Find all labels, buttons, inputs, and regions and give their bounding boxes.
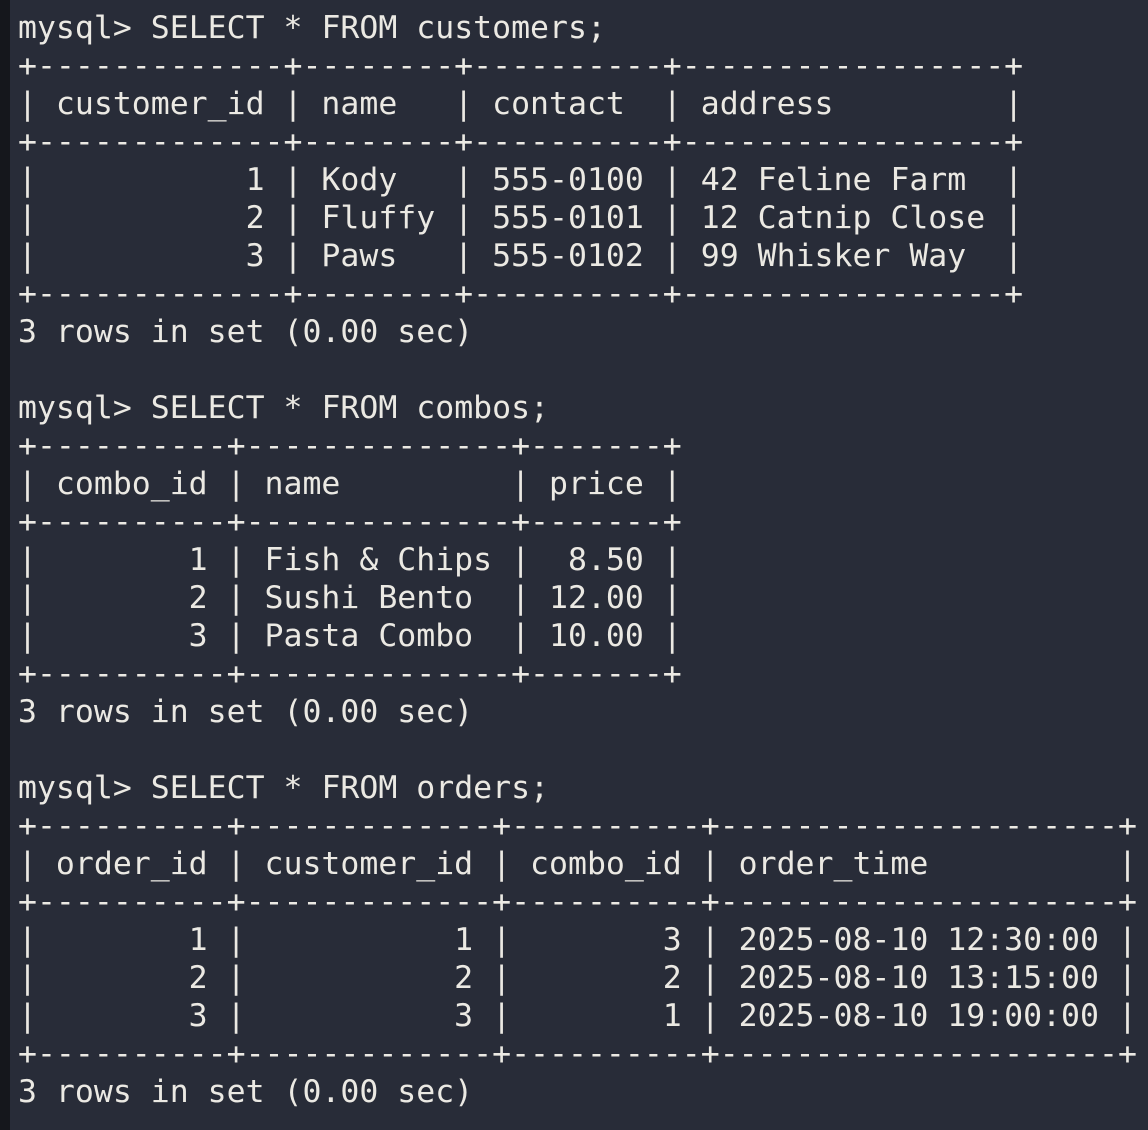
table-header-separator: +----------+-------------+----------+---… [18, 884, 1137, 920]
table-data-row: | 1 | Fish & Chips | 8.50 | [18, 542, 682, 578]
mysql-prompt: mysql> [18, 10, 151, 46]
mysql-prompt: mysql> [18, 390, 151, 426]
table-header-row: | combo_id | name | price | [18, 466, 682, 502]
table-header-separator: +-------------+--------+----------+-----… [18, 124, 1024, 160]
blank-line [18, 731, 1148, 769]
query-block: mysql> SELECT * FROM combos;+----------+… [18, 389, 1148, 731]
sql-command: SELECT * FROM orders; [150, 770, 550, 806]
table-data-row: | 1 | Kody | 555-0100 | 42 Feline Farm | [18, 162, 1024, 198]
status-line: 3 rows in set (0.00 sec) [18, 1074, 474, 1110]
command-line: mysql> SELECT * FROM orders; [18, 769, 1148, 807]
query-block: mysql> SELECT * FROM orders;+----------+… [18, 769, 1148, 1111]
table-header-row: | order_id | customer_id | combo_id | or… [18, 846, 1137, 882]
command-line: mysql> SELECT * FROM customers; [18, 9, 1148, 47]
command-line: mysql> SELECT * FROM combos; [18, 389, 1148, 427]
table-top-border: +----------+-------------+----------+---… [18, 808, 1137, 844]
table-data-row: | 3 | Paws | 555-0102 | 99 Whisker Way | [18, 238, 1024, 274]
table-data-row: | 2 | Fluffy | 555-0101 | 12 Catnip Clos… [18, 200, 1024, 236]
sql-command: SELECT * FROM combos; [150, 390, 550, 426]
table-bottom-border: +-------------+--------+----------+-----… [18, 276, 1024, 312]
table-data-row: | 1 | 1 | 3 | 2025-08-10 12:30:00 | [18, 922, 1137, 958]
blank-line [18, 351, 1148, 389]
status-line: 3 rows in set (0.00 sec) [18, 694, 474, 730]
table-data-row: | 3 | Pasta Combo | 10.00 | [18, 618, 682, 654]
table-bottom-border: +----------+-------------+----------+---… [18, 1036, 1137, 1072]
sql-command: SELECT * FROM customers; [150, 10, 606, 46]
query-block: mysql> SELECT * FROM customers;+--------… [18, 9, 1148, 351]
table-data-row: | 3 | 3 | 1 | 2025-08-10 19:00:00 | [18, 998, 1137, 1034]
terminal-screen[interactable]: mysql> SELECT * FROM customers;+--------… [10, 0, 1148, 1130]
table-data-row: | 2 | 2 | 2 | 2025-08-10 13:15:00 | [18, 960, 1137, 996]
mysql-prompt: mysql> [18, 770, 151, 806]
table-bottom-border: +----------+--------------+-------+ [18, 656, 682, 692]
table-top-border: +-------------+--------+----------+-----… [18, 48, 1024, 84]
table-data-row: | 2 | Sushi Bento | 12.00 | [18, 580, 682, 616]
table-header-separator: +----------+--------------+-------+ [18, 504, 682, 540]
table-top-border: +----------+--------------+-------+ [18, 428, 682, 464]
table-header-row: | customer_id | name | contact | address… [18, 86, 1024, 122]
terminal-left-edge [0, 0, 10, 1130]
status-line: 3 rows in set (0.00 sec) [18, 314, 474, 350]
